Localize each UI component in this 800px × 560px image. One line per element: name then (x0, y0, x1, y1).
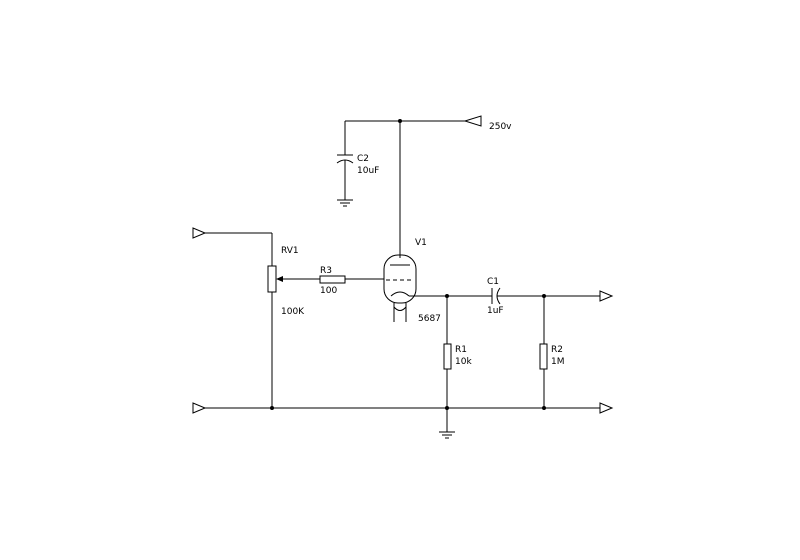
r1-ref-label: R1 (455, 345, 467, 355)
supply-junction-dot (398, 119, 402, 123)
rv1-ref-label: RV1 (281, 246, 299, 256)
output-ground-port-icon (599, 402, 614, 414)
capacitor-c1-icon (491, 287, 600, 305)
r2-ground-junction-dot (542, 406, 546, 410)
input-signal-port-icon (192, 227, 207, 239)
c1-ref-label: C1 (487, 277, 499, 287)
r3-ref-label: R3 (320, 266, 332, 276)
ground-c2-icon (337, 199, 353, 207)
c2-ref-label: C2 (357, 154, 369, 164)
output-wiring (445, 294, 492, 344)
output-signal-port-icon (599, 290, 614, 302)
capacitor-c2-icon (336, 154, 354, 200)
rv1-value-label: 100K (281, 307, 305, 317)
ground-main-icon (439, 408, 455, 439)
r3-value-label: 100 (320, 286, 337, 296)
wiper-arrow-icon (276, 276, 320, 282)
r2-ref-label: R2 (551, 345, 563, 355)
c2-value-label: 10uF (357, 166, 379, 176)
r1-value-label: 10k (455, 357, 472, 367)
triode-tube-v1-icon (383, 254, 447, 322)
c1-value-label: 1uF (487, 306, 504, 316)
potentiometer-rv1-icon (267, 265, 277, 408)
supply-port-icon (463, 115, 482, 127)
resistor-r1-icon (443, 343, 452, 408)
supply-rail (344, 119, 465, 258)
r2-value-label: 1M (551, 357, 565, 367)
input-ground-port-icon (192, 402, 207, 414)
v1-ref-label: V1 (415, 238, 427, 248)
resistor-r3-icon (319, 275, 384, 284)
v1-value-label: 5687 (418, 314, 441, 324)
rv1-ground-junction-dot (270, 406, 274, 410)
supply-voltage-label: 250v (489, 122, 512, 132)
resistor-r2-icon (539, 296, 548, 408)
